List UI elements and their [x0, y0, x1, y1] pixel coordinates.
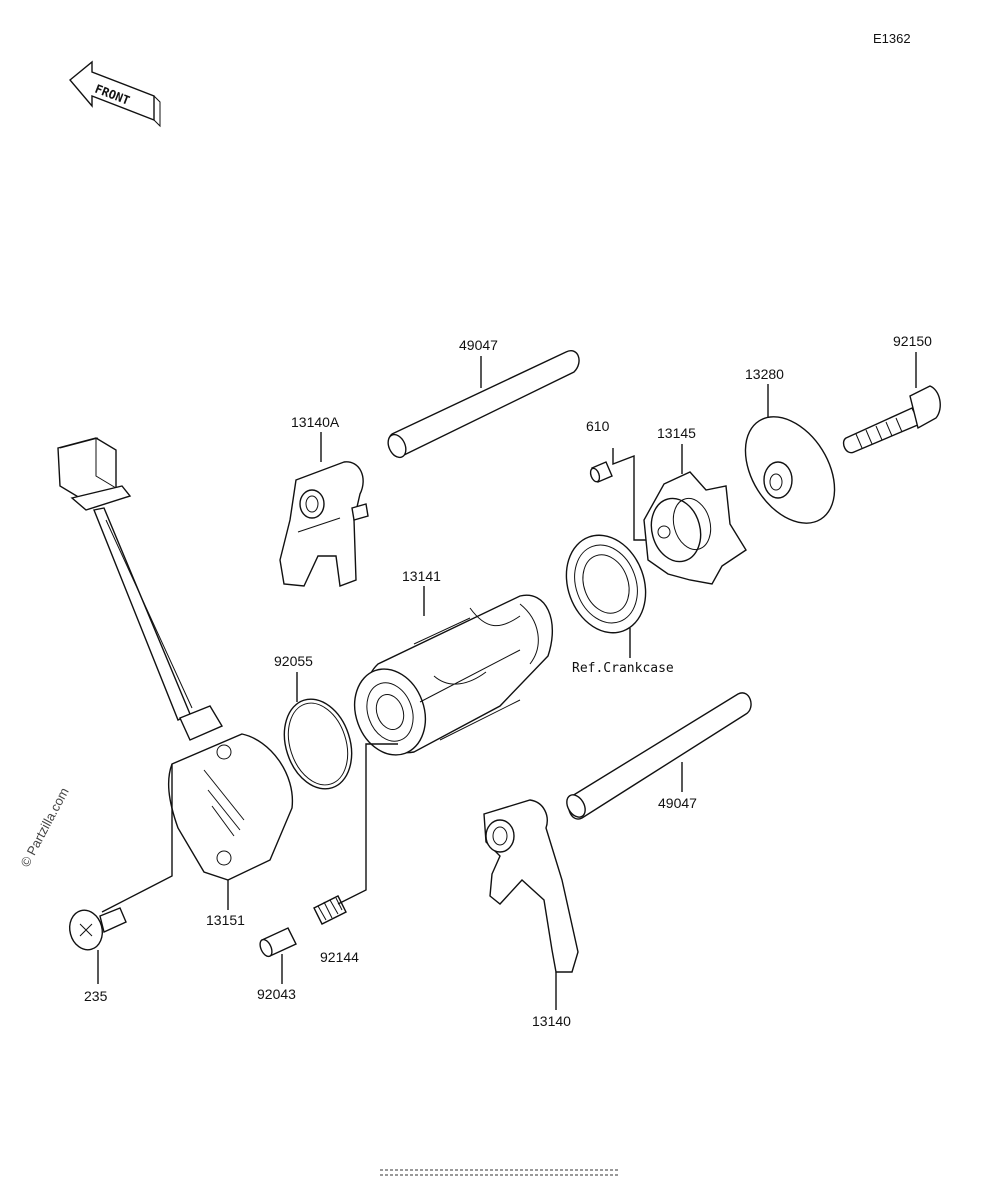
- diagram-code: E1362: [873, 31, 911, 46]
- label-610: 610: [586, 418, 610, 434]
- label-13140A: 13140A: [291, 414, 340, 430]
- watermark: © Partzilla.com: [17, 785, 71, 869]
- label-13145: 13145: [657, 425, 696, 441]
- part-pin-610: [589, 461, 613, 483]
- label-49047-top: 49047: [459, 337, 498, 353]
- label-13141: 13141: [402, 568, 441, 584]
- label-ref-crankcase: Ref.Crankcase: [572, 661, 674, 676]
- part-cam-13145: [643, 471, 747, 585]
- label-92150: 92150: [893, 333, 932, 349]
- part-shaft-49047-top: [387, 350, 580, 459]
- label-49047-bottom: 49047: [658, 795, 697, 811]
- part-shift-fork-13140: [483, 799, 579, 973]
- label-13151: 13151: [206, 912, 245, 928]
- part-pin-92043: [259, 927, 297, 958]
- front-arrow-icon: FRONT: [69, 60, 161, 128]
- part-bearing-ref-crankcase: [565, 534, 647, 634]
- part-shaft-49047-bottom: [566, 692, 752, 820]
- part-spring-92144: [313, 895, 347, 925]
- footer-fine-print: [380, 1166, 620, 1182]
- part-plate-13280: [744, 416, 836, 524]
- leader-lines: [97, 352, 917, 1010]
- label-13140: 13140: [532, 1013, 571, 1029]
- part-bolt-92150: [842, 385, 941, 454]
- label-92144: 92144: [320, 949, 359, 965]
- label-13280: 13280: [745, 366, 784, 382]
- label-92055: 92055: [274, 653, 313, 669]
- part-screw-235: [69, 907, 127, 951]
- label-92043: 92043: [257, 986, 296, 1002]
- part-o-ring-92055: [283, 698, 353, 790]
- part-shift-drum-13141: [353, 594, 553, 756]
- part-position-sensor-13151: [57, 437, 294, 881]
- label-235: 235: [84, 988, 108, 1004]
- part-shift-fork-13140A: [279, 461, 369, 587]
